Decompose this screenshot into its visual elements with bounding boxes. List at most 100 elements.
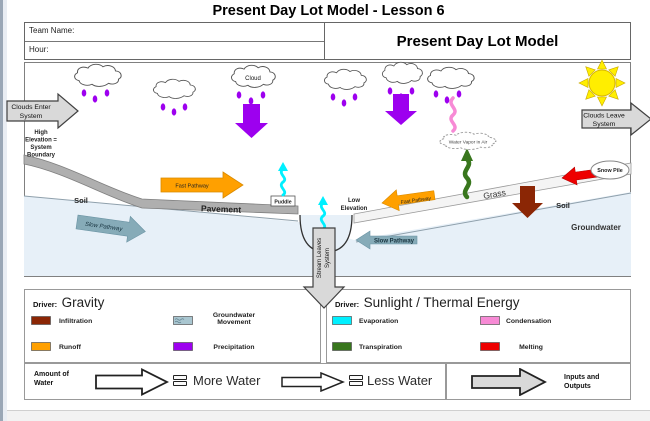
precipitation-swatch (173, 342, 193, 351)
fast-pathway-arrow-left: Fast Pathway (160, 171, 244, 199)
condensation-label: Condensation (506, 318, 552, 325)
lot-model-diagram: Slow Pathway Slow Pathway Soil Pavement … (6, 59, 650, 309)
fast-pathway-left-label: Fast Pathway (175, 184, 209, 190)
less-water-label: Less Water (367, 373, 433, 388)
legend-gravity-box: Driver: Gravity Infiltration Groundwater… (24, 289, 321, 363)
io-line-2: Outputs (564, 382, 591, 390)
more-water-arrow-icon (95, 368, 169, 396)
inputs-outputs-label: Inputs and Outputs (564, 374, 599, 392)
window-left-margin (3, 0, 7, 421)
snow-pile-oval (590, 160, 630, 180)
cloud-3: Cloud (231, 64, 276, 88)
io-line-1: Inputs and (564, 374, 600, 381)
slow-pathway-left-label: Slow Pathway (84, 222, 123, 233)
stream-leaves-label-1: Stream Leaves (317, 238, 323, 278)
high-elevation-note: High Elevation = System Boundary (25, 130, 57, 159)
cloud-6 (427, 66, 475, 89)
clouds-enter-label-1: Clouds Enter (11, 104, 51, 111)
evaporation-squiggle-puddle (278, 162, 288, 197)
header-table: Team Name: Hour: Present Day Lot Model (24, 22, 631, 60)
water-vapor-bubble: Water Vapor in Air (439, 131, 497, 151)
grass-label: Grass (482, 187, 506, 201)
low-elevation-label-1: Low (348, 198, 360, 204)
cloud-4 (324, 68, 367, 90)
precipitation-label: Precipitation (213, 344, 255, 351)
precipitation-arrow-1 (235, 104, 268, 138)
window-left-edge (0, 0, 3, 421)
infiltration-label: Infiltration (59, 318, 93, 325)
high-elev-2: Elevation = (25, 138, 57, 144)
runoff-label: Runoff (59, 344, 81, 351)
puddle-label: Puddle (274, 200, 291, 206)
clouds-leave-label-1: Clouds Leave (583, 113, 625, 120)
driver-name: Sunlight / Thermal Energy (363, 295, 520, 310)
transpiration-swatch (332, 342, 352, 351)
cloud-label: Cloud (245, 76, 261, 82)
infiltration-swatch (31, 316, 51, 325)
transpiration-label: Transpiration (359, 344, 403, 351)
snow-pile-label: Snow Pile (597, 168, 622, 174)
cloud-5 (381, 61, 423, 84)
less-water-arrow-icon (281, 372, 345, 392)
clouds-leave-arrow: Clouds Leave System (581, 101, 650, 137)
stream-leaves-label-2: System (325, 248, 331, 268)
cloud-2 (153, 78, 196, 99)
transpiration-arrow (461, 148, 473, 200)
svg-text:Grass: Grass (482, 187, 506, 201)
inputs-outputs-box: Inputs and Outputs (446, 363, 631, 400)
groundwater-movement-swatch (173, 316, 193, 325)
worksheet-page: Present Day Lot Model - Lesson 6 Team Na… (6, 0, 650, 411)
condensation-swatch (480, 316, 500, 325)
melting-label: Melting (519, 344, 543, 351)
pavement-label: Pavement (201, 203, 242, 214)
amount-of-water-label: Amount of Water (34, 371, 69, 389)
precipitation-arrow-2 (385, 94, 417, 125)
rain-drops (81, 87, 462, 116)
header-left-cell: Team Name: Hour: (25, 23, 325, 59)
legend-sunlight-box: Driver: Sunlight / Thermal Energy Evapor… (326, 289, 631, 363)
evaporation-squiggle-stream (318, 196, 328, 231)
condensation-squiggle (449, 96, 457, 133)
melting-swatch (480, 342, 500, 351)
low-elevation-label-2: Elevation (341, 206, 368, 212)
clouds-enter-arrow: Clouds Enter System (6, 92, 79, 130)
water-vapor-label: Water Vapor in Air (449, 140, 488, 146)
equals-icon (173, 374, 187, 387)
infiltration-arrow (512, 186, 543, 218)
water-table-line-right (355, 192, 632, 243)
hill-pavement-band (23, 154, 299, 215)
more-water-label: More Water (193, 373, 261, 388)
slow-pathway-arrow-right: Slow Pathway (355, 230, 418, 250)
diagram-canvas: Slow Pathway Slow Pathway Soil Pavement … (6, 59, 650, 309)
amount-of-water-box: Amount of Water More Water Less Water (24, 363, 446, 400)
groundwater-label: Groundwater (571, 223, 621, 232)
driver-label: Driver: (33, 300, 58, 309)
evaporation-swatch (332, 316, 352, 325)
cloud-1 (74, 63, 122, 87)
clouds-leave-label-2: System (593, 121, 616, 128)
legend-sunlight-header: Driver: Sunlight / Thermal Energy (335, 294, 519, 312)
high-elev-4: Boundary (27, 153, 56, 159)
fast-pathway-arrow-right: Fast Pathway (381, 189, 436, 212)
driver-name: Gravity (61, 295, 105, 310)
groundwater-movement-label: Groundwater Movement (212, 312, 256, 326)
fast-pathway-right-label: Fast Pathway (401, 196, 432, 206)
hour-field[interactable]: Hour: (25, 41, 324, 59)
slow-pathway-arrow-left: Slow Pathway (75, 214, 146, 243)
evaporation-label: Evaporation (359, 318, 399, 325)
clouds-enter-label-2: System (20, 113, 43, 120)
high-elev-3: System (30, 145, 51, 151)
team-name-field[interactable]: Team Name: (29, 26, 75, 35)
inputs-outputs-arrow-icon (471, 368, 547, 396)
stream-leaves-arrow: Stream Leaves System (302, 227, 346, 309)
page-title: Present Day Lot Model - Lesson 6 (212, 3, 445, 19)
amount-line-2: Water (34, 379, 54, 387)
soil-left-label: Soil (74, 196, 88, 205)
model-title: Present Day Lot Model (396, 32, 559, 50)
high-elev-1: High (34, 130, 48, 136)
sun-icon (578, 59, 626, 107)
amount-line-1: Amount of (34, 371, 69, 378)
legend-gravity-header: Driver: Gravity (33, 294, 104, 312)
soil-right-label: Soil (556, 201, 570, 210)
slow-pathway-right-label: Slow Pathway (374, 239, 415, 245)
